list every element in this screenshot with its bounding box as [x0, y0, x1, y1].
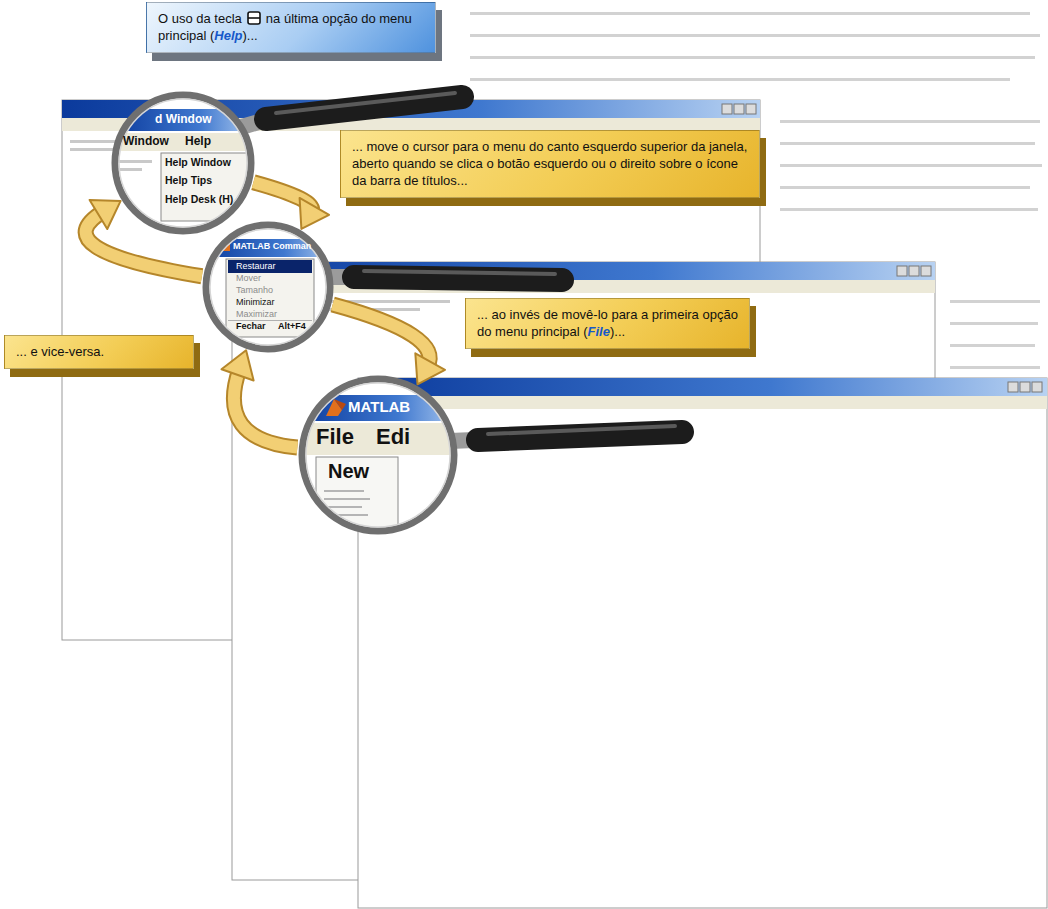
arrow-outline — [234, 369, 297, 447]
key-icon-body — [248, 12, 260, 24]
menu-item-text: Help Desk (H) — [165, 194, 233, 206]
menu-item-text: File — [316, 425, 354, 449]
callout-text: O uso da tecla — [158, 11, 242, 26]
magnifier-lens: d WindowWindow HelpHelp WindowHelp TipsHe… — [115, 95, 251, 231]
callout-text: ... e vice-versa. — [16, 344, 104, 359]
lens-ring — [119, 99, 247, 227]
lens-ring — [206, 225, 330, 349]
menu-item-text: Edi — [376, 425, 410, 449]
menu-item-text: Maximizar — [236, 310, 277, 320]
callout-box: O uso da teclana última opção do menu pr… — [146, 2, 436, 53]
arrow-body — [234, 369, 297, 447]
menu-item-text: Mover — [236, 274, 261, 284]
flow-arrow — [333, 305, 445, 385]
arrow-head — [90, 200, 121, 229]
lens-ring — [210, 229, 326, 345]
callout-box: ... e vice-versa. — [4, 335, 194, 369]
callout-box: ... ao invés de movê-lo para a primeira … — [465, 298, 750, 349]
menu-item-text: MATLAB Comman — [233, 242, 311, 252]
key-icon — [247, 11, 261, 25]
menu-item-text: Help Tips — [165, 175, 212, 187]
menu-item-text: Window — [123, 135, 169, 148]
callout-text: ... move o cursor para o menu do canto e… — [352, 139, 747, 188]
menu-item-text: MATLAB — [348, 399, 410, 416]
window-front — [358, 378, 1047, 908]
magnifier-handle — [238, 93, 462, 128]
menu-item-text: Fechar — [236, 322, 266, 332]
arrow-head — [300, 198, 329, 229]
menu-item-text: New — [328, 460, 369, 482]
callout-text: )... — [243, 28, 258, 43]
callout-text: )... — [610, 324, 625, 339]
magnifier-handle — [450, 426, 682, 441]
lens-ring — [306, 383, 450, 527]
flow-arrow — [221, 350, 297, 447]
menu-item-text: Alt+F4 — [278, 322, 306, 332]
flow-arrow — [86, 200, 202, 276]
menu-keyword: Help — [214, 28, 242, 43]
magnifier-lens: MATLAB CommanRestaurarMoverTamanhoMinimi… — [206, 225, 330, 349]
lens-ring — [302, 379, 454, 531]
menu-item-text: Restaurar — [236, 262, 276, 272]
lens-ring — [115, 95, 251, 231]
key-icon-line — [248, 17, 260, 19]
menu-item-text: Help Window — [165, 157, 231, 169]
menu-item-text: Minimizar — [236, 298, 275, 308]
magnifier-handle — [326, 271, 562, 280]
menu-item-text: d Window — [155, 113, 212, 126]
lens-screen — [296, 372, 466, 542]
flow-arrow — [253, 182, 329, 229]
arrow-head — [221, 350, 253, 380]
menu-keyword: File — [588, 324, 610, 339]
arrow-head — [415, 353, 445, 384]
callout-box: ... move o cursor para o menu do canto e… — [340, 130, 760, 198]
lens-screen — [200, 220, 340, 360]
menu-item-text: Help — [185, 135, 211, 148]
lens-screen — [110, 90, 260, 240]
menu-item-text: Tamanho — [236, 286, 273, 296]
magnifier-lens: MATLAB File EdiNew — [302, 379, 454, 531]
